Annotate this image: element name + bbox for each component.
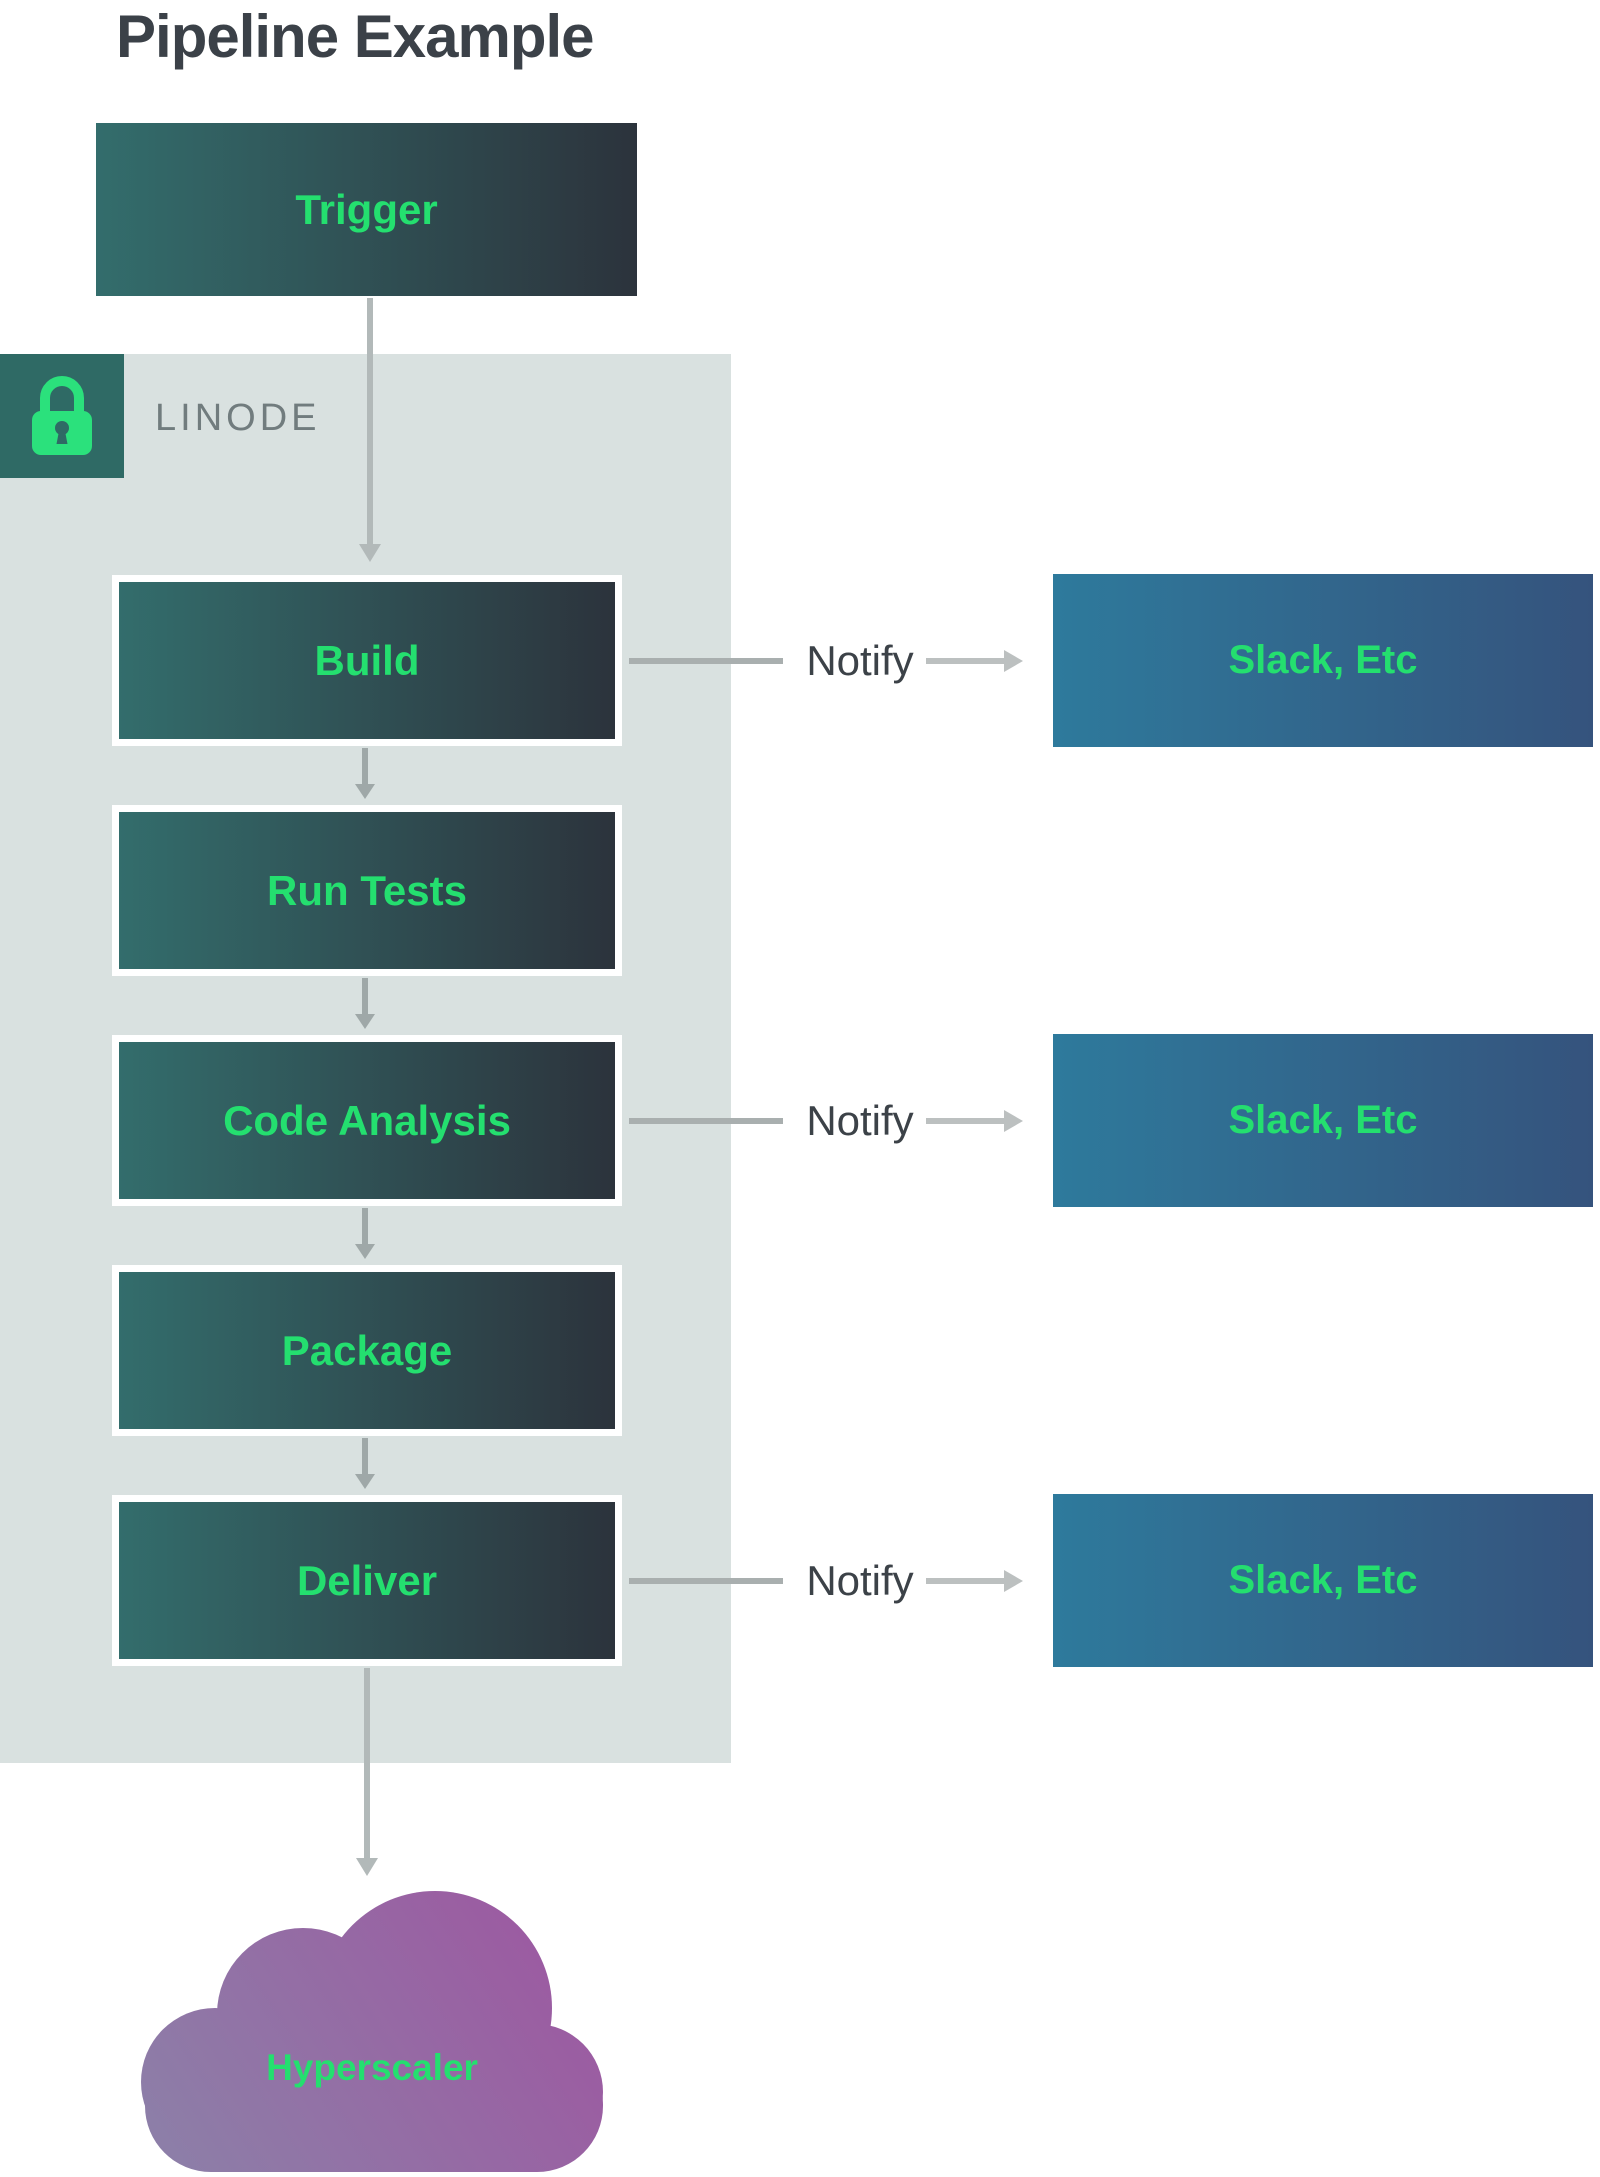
trigger-box: Trigger	[96, 123, 637, 296]
slack-label: Slack, Etc	[1228, 1098, 1418, 1142]
step-connector-shaft	[362, 1438, 368, 1474]
arrow-deliver-to-cloud-shaft	[364, 1668, 370, 1858]
notify-arrow-shaft	[926, 1118, 1004, 1124]
step-label: Code Analysis	[223, 1096, 511, 1144]
notify-arrow-shaft	[926, 658, 1004, 664]
step-box-code-analysis: Code Analysis	[112, 1035, 622, 1206]
step-connector-shaft	[362, 978, 368, 1014]
notify-label: Notify	[806, 637, 914, 684]
step-connector-head	[355, 784, 375, 799]
notify-connector-line	[629, 1118, 783, 1124]
notify-arrow-shaft	[926, 1578, 1004, 1584]
slack-label: Slack, Etc	[1228, 638, 1418, 682]
cloud-shape	[141, 1891, 603, 2172]
notify-label: Notify	[806, 1557, 914, 1604]
step-connector-head	[355, 1014, 375, 1029]
step-connector-shaft	[362, 748, 368, 784]
arrow-trigger-to-build-shaft	[367, 298, 373, 544]
notify-arrow-head	[1004, 1110, 1023, 1132]
arrow-trigger-to-build-head	[359, 544, 381, 562]
step-label: Package	[281, 1326, 453, 1374]
step-box-run-tests: Run Tests	[112, 805, 622, 976]
arrow-deliver-to-cloud-head	[356, 1858, 378, 1876]
slack-box: Slack, Etc	[1053, 1034, 1593, 1207]
notify-arrow-head	[1004, 1570, 1023, 1592]
slack-label: Slack, Etc	[1228, 1558, 1418, 1602]
step-connector-shaft	[362, 1208, 368, 1244]
step-box-build: Build	[112, 575, 622, 746]
slack-box: Slack, Etc	[1053, 574, 1593, 747]
step-connector-head	[355, 1474, 375, 1489]
page-title: Pipeline Example	[116, 3, 595, 70]
notify-label: Notify	[806, 1097, 914, 1144]
step-box-deliver: Deliver	[112, 1495, 622, 1666]
step-connector-head	[355, 1244, 375, 1259]
lock-icon	[32, 376, 92, 455]
trigger-label: Trigger	[295, 185, 438, 233]
hyperscaler-cloud	[133, 1886, 605, 2177]
linode-zone-label: LINODE	[155, 397, 321, 439]
step-label: Deliver	[296, 1556, 438, 1604]
notify-connector-line	[629, 1578, 783, 1584]
notify-arrow-head	[1004, 650, 1023, 672]
notify-connector-line	[629, 658, 783, 664]
slack-box: Slack, Etc	[1053, 1494, 1593, 1667]
step-label: Build	[314, 636, 420, 684]
step-box-package: Package	[112, 1265, 622, 1436]
step-label: Run Tests	[267, 866, 467, 914]
lock-badge	[0, 354, 124, 478]
hyperscaler-label: Hyperscaler	[266, 2047, 478, 2088]
